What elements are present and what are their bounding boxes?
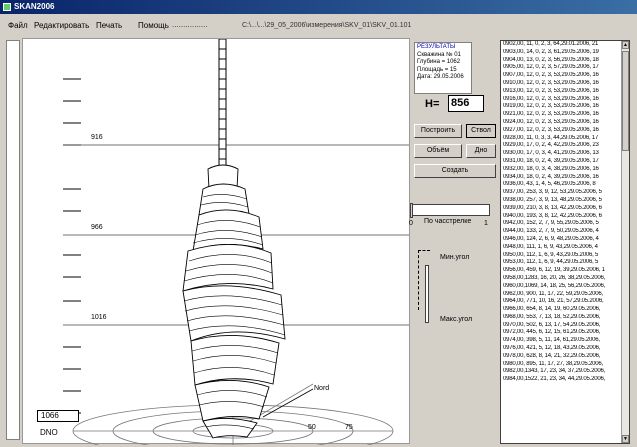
borehole-drawing xyxy=(63,39,409,445)
menu-bar: Файл Редактировать Печать Помощь .......… xyxy=(0,14,637,38)
results-line: Дата: 29.05.2006 xyxy=(417,74,464,80)
list-item[interactable]: 0968,00, 553, 7, 13, 18, 52,29.05.2006, xyxy=(503,313,601,320)
scroll-thumb[interactable] xyxy=(622,51,629,151)
scroll-down-icon[interactable]: ▼ xyxy=(622,435,629,443)
list-item[interactable]: 0929,00, 17, 0, 2, 4, 42,29.05.2006, 23 xyxy=(503,142,599,149)
list-item[interactable]: 0942,00, 152, 2, 7, 9, 55,29.05.2006, 5 xyxy=(503,220,599,227)
list-item[interactable]: 0964,00, 771, 10, 16, 21, 57,29.05.2006, xyxy=(503,298,604,305)
list-item[interactable]: 0924,00, 12, 0, 2, 3, 53,29.05.2006, 16 xyxy=(503,118,599,125)
depth-label-916: 916 xyxy=(91,134,103,141)
list-item[interactable]: 0902,00, 11, 0, 2, 3, 64,29.01.2006, 21 xyxy=(503,41,599,47)
list-item[interactable]: 0932,00, 18, 0, 3, 4, 38,29.05.2006, 16 xyxy=(503,165,599,172)
slider-min-label: 0 xyxy=(409,220,413,227)
list-item[interactable]: 0905,00, 12, 0, 2, 3, 57,29.05.2006, 17 xyxy=(503,64,599,71)
list-item[interactable]: 0960,00,1069, 14, 18, 25, 56,29.05.2006, xyxy=(503,282,606,289)
window-title: SKAN2006 xyxy=(14,2,55,11)
results-panel: РЕЗУЛЬТАТЫ Скважина № 01 Глубина = 1062 … xyxy=(414,42,472,94)
title-bar: SKAN2006 xyxy=(0,0,637,14)
list-item[interactable]: 0937,00, 253, 3, 9, 12, 53,29.05.2006, 5 xyxy=(503,189,602,196)
results-line: Глубина = 1062 xyxy=(417,59,461,65)
bottom-button[interactable]: Дно xyxy=(466,144,496,158)
list-item[interactable]: 0982,00,1343, 17, 23, 34, 37,29.05.2006, xyxy=(503,368,606,375)
scale-label-75: 75 xyxy=(345,424,353,431)
list-item[interactable]: 0936,00, 43, 1, 4, 5, 46,29.05.2006, 8 xyxy=(503,181,596,188)
borehole-3d-plot: 916 966 1016 xyxy=(22,38,410,445)
list-item[interactable]: 0907,00, 12, 0, 2, 3, 53,29.05.2006, 16 xyxy=(503,72,599,79)
menu-print[interactable]: Печать xyxy=(96,21,123,30)
wall-button[interactable]: Ствол xyxy=(466,124,496,138)
build-button[interactable]: Построить xyxy=(414,124,462,138)
max-angle-label: Макс.угол xyxy=(440,316,473,323)
list-item[interactable]: 0984,00,1522, 21, 23, 34, 44,29.05.2006, xyxy=(503,376,606,383)
file-path: C:\...\...\29_05_2006\измерения\SKV_01\S… xyxy=(242,22,412,29)
depth-scroll-strip[interactable] xyxy=(6,40,20,440)
list-item[interactable]: 0944,00, 133, 2, 7, 9, 50,29.05.2006, 4 xyxy=(503,228,599,235)
list-item[interactable]: 0950,00, 112, 1, 6, 9, 43,29.05.2006, 5 xyxy=(503,251,599,258)
list-item[interactable]: 0903,00, 14, 0, 2, 3, 61,29.05.2006, 19 xyxy=(503,48,599,55)
results-heading: РЕЗУЛЬТАТЫ xyxy=(417,44,456,50)
height-input[interactable]: 856 xyxy=(448,95,484,112)
volume-button[interactable]: Объём xyxy=(414,144,462,158)
scroll-up-icon[interactable]: ▲ xyxy=(622,41,629,49)
north-pointer xyxy=(262,388,314,418)
show-button[interactable]: Создать xyxy=(414,164,496,178)
slider-caption: По часстрелке xyxy=(424,218,472,225)
menu-edit[interactable]: Редактировать xyxy=(34,21,90,30)
slider-max-label: 1 xyxy=(484,220,488,227)
list-item[interactable]: 0938,00, 257, 3, 9, 13, 48,29.05.2006, 5 xyxy=(503,196,602,203)
angle-slider[interactable] xyxy=(425,265,429,323)
list-item[interactable]: 0916,00, 12, 0, 2, 3, 53,29.05.2006, 16 xyxy=(503,95,599,102)
list-item[interactable]: 0966,00, 654, 8, 14, 19, 60,29.05.2006, xyxy=(503,306,601,313)
height-label: H= xyxy=(425,98,440,110)
list-item[interactable]: 0956,00, 459, 6, 12, 19, 39,29.05.2006, … xyxy=(503,267,605,274)
list-item[interactable]: 0934,00, 18, 0, 2, 4, 39,29.05.2006, 16 xyxy=(503,173,599,180)
bottom-depth-value: 1066 xyxy=(37,410,79,422)
list-item[interactable]: 0910,00, 12, 0, 2, 3, 53,29.05.2006, 16 xyxy=(503,79,599,86)
compass-label: Nord xyxy=(314,385,330,392)
results-line: Скважина № 01 xyxy=(417,51,461,58)
bottom-caption: DNO xyxy=(40,428,58,437)
list-item[interactable]: 0931,00, 18, 0, 2, 4, 39,29.05.2006, 17 xyxy=(503,157,599,164)
depth-ticks xyxy=(63,78,81,414)
list-item[interactable]: 0948,00, 111, 1, 6, 9, 43,29.05.2006, 4 xyxy=(503,243,598,250)
list-item[interactable]: 0962,00, 900, 11, 17, 22, 59,29.05.2006, xyxy=(503,290,603,297)
menu-separator-dots: ................ xyxy=(172,20,208,29)
profile-hatching xyxy=(183,194,286,430)
list-item[interactable]: 0953,00, 112, 1, 6, 9, 44,29.05.2006, 5 xyxy=(503,259,599,266)
min-angle-label: Мин.угол xyxy=(440,254,470,261)
depth-label-1016: 1016 xyxy=(91,314,107,321)
list-item[interactable]: 0978,00, 628, 8, 14, 21, 32,29.05.2006, xyxy=(503,352,601,359)
direction-slider[interactable] xyxy=(410,204,490,216)
menu-help[interactable]: Помощь xyxy=(138,21,169,30)
list-item[interactable]: 0970,00, 502, 6, 13, 17, 54,29.05.2006, xyxy=(503,321,601,328)
results-line: Площадь = 15 xyxy=(417,66,457,73)
list-item[interactable]: 0972,00, 445, 6, 12, 15, 61,29.05.2006, xyxy=(503,329,601,336)
list-item[interactable]: 0980,00, 895, 11, 17, 27, 38,29.05.2006, xyxy=(503,360,603,367)
list-item[interactable]: 0940,00, 193, 3, 8, 12, 42,29.05.2006, 6 xyxy=(503,212,602,219)
list-item[interactable]: 0930,00, 17, 0, 3, 4, 41,29.05.2006, 13 xyxy=(503,150,599,157)
list-item[interactable]: 0904,00, 13, 0, 2, 3, 56,29.05.2006, 18 xyxy=(503,56,599,63)
list-item[interactable]: 0913,00, 12, 0, 2, 3, 53,29.05.2006, 16 xyxy=(503,87,599,94)
angle-range-bracket xyxy=(418,250,430,310)
borehole-profile xyxy=(182,164,286,439)
list-item[interactable]: 0946,00, 124, 2, 6, 9, 48,29.05.2006, 4 xyxy=(503,235,599,242)
list-item[interactable]: 0921,00, 12, 0, 2, 3, 53,29.05.2006, 16 xyxy=(503,111,599,118)
list-item[interactable]: 0928,00, 11, 0, 3, 3, 44,29.05.2006, 17 xyxy=(503,134,599,141)
list-item[interactable]: 0919,00, 12, 0, 2, 3, 53,29.05.2006, 16 xyxy=(503,103,599,110)
list-item[interactable]: 0974,00, 398, 5, 11, 14, 61,29.05.2006, xyxy=(503,337,600,344)
scale-label-50: 50 xyxy=(308,424,316,431)
borehole-stem xyxy=(218,39,227,170)
list-item[interactable]: 0976,00, 421, 5, 12, 18, 43,29.05.2006, xyxy=(503,345,601,352)
list-scrollbar[interactable]: ▲ ▼ xyxy=(621,41,629,443)
app-icon xyxy=(3,3,11,11)
list-item[interactable]: 0927,00, 12, 0, 2, 3, 53,29.05.2006, 16 xyxy=(503,126,599,133)
menu-file[interactable]: Файл xyxy=(8,21,28,30)
list-item[interactable]: 0939,00, 210, 3, 8, 13, 42,29.05.2006, 6 xyxy=(503,204,602,211)
depth-label-966: 966 xyxy=(91,224,103,231)
list-item[interactable]: 0958,00,1283, 16, 20, 26, 38,29.05.2006, xyxy=(503,274,606,281)
direction-slider-thumb[interactable] xyxy=(410,203,413,218)
